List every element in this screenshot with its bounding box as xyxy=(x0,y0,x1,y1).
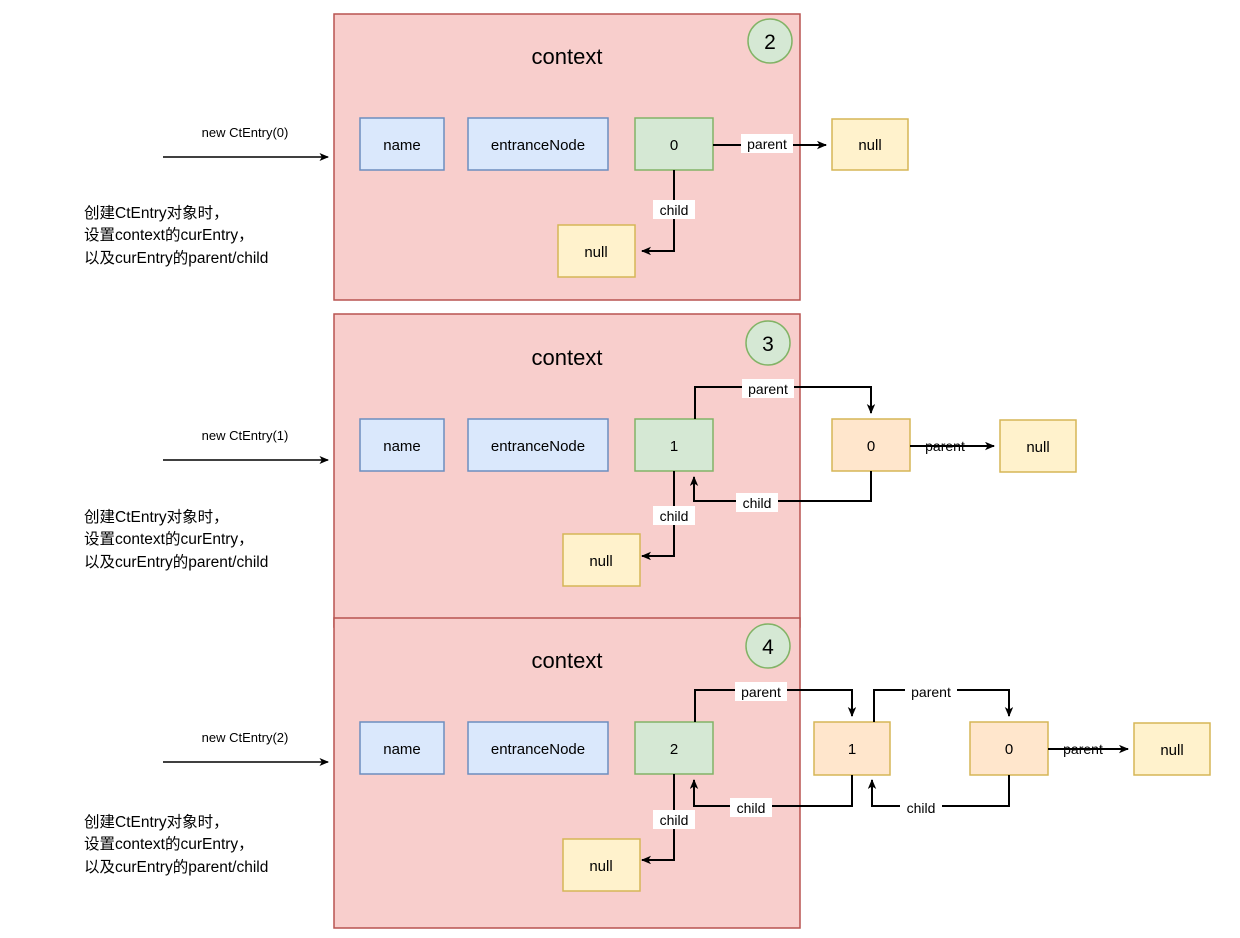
panel-2-parent-null-edge-label: parent xyxy=(925,438,965,454)
panel-3-outside-null-label: null xyxy=(1160,742,1183,759)
panel-1-curentry-box xyxy=(634,117,714,171)
panel-3-inside-null-box xyxy=(562,838,641,892)
panel-3-entry-1-label: 1 xyxy=(848,741,856,758)
panel-2-curentry-box xyxy=(634,418,714,472)
panel-1-field-entrancenode-box xyxy=(467,117,609,171)
panel-3-curentry-label: 2 xyxy=(670,741,678,758)
panel-3-entry-1-box xyxy=(813,721,891,776)
panel-3-entry-0-label: 0 xyxy=(1005,741,1013,758)
panel-1-call-label: new CtEntry(0) xyxy=(202,125,289,140)
panel-1-curentry-label: 0 xyxy=(670,137,678,154)
panel-1-title: context xyxy=(532,44,603,69)
panel-2-step-number: 3 xyxy=(762,333,774,356)
panel-2-outside-null-label: null xyxy=(1026,439,1049,456)
panel-3-child-back-edge-2-label: child xyxy=(907,800,936,816)
panel-3-parent-null-edge-label: parent xyxy=(1063,741,1103,757)
panel-2-call-label: new CtEntry(1) xyxy=(202,428,289,443)
panel-3-parent-edge-1-label: parent xyxy=(741,684,781,700)
panel-1-outside-null-label: null xyxy=(858,137,881,154)
panel-2-parent-edge-label: parent xyxy=(748,381,788,397)
panel-2-child-back-edge xyxy=(689,471,872,502)
panel-3-field-entrancenode-box xyxy=(467,721,609,775)
panel-2-outside-null-box xyxy=(999,419,1077,473)
panel-1-inside-null-box xyxy=(557,224,636,278)
panel-3-outside-null-box xyxy=(1133,722,1211,776)
panel-2-note: 创建CtEntry对象时， 设置context的curEntry， 以及curE… xyxy=(84,509,269,571)
panel-2-child-edge xyxy=(641,471,675,561)
panel-3-inside-null-label: null xyxy=(589,858,612,875)
panel-2-child-edge-label: child xyxy=(660,508,689,524)
panel-2-inside-null-label: null xyxy=(589,553,612,570)
panel-1-child-edge xyxy=(641,170,675,256)
panel-1-field-name-box xyxy=(359,117,445,171)
panel-3-child-edge xyxy=(641,774,675,865)
panel-2-child-back-edge-label: child xyxy=(743,495,772,511)
panel-1-child-edge-label: child xyxy=(660,202,689,218)
panel-2-entry-0-label: 0 xyxy=(867,438,875,455)
panel-1-step-number: 2 xyxy=(764,31,776,54)
panel-1-field-entrancenode-label: entranceNode xyxy=(491,137,585,154)
panel-3-child-back-edge-1-label: child xyxy=(737,800,766,816)
panel-1-inside-null-label: null xyxy=(584,244,607,261)
panel-3-field-name-box xyxy=(359,721,445,775)
panel-3-child-back-edge-1 xyxy=(689,775,853,807)
panel-3-step-badge xyxy=(745,623,791,669)
panel-2-field-entrancenode-box xyxy=(467,418,609,472)
panel-2-field-name-label: name xyxy=(383,438,421,455)
panel-3-curentry-box xyxy=(634,721,714,775)
panel-1-outside-null-box xyxy=(831,118,909,171)
panel-3-step-number: 4 xyxy=(762,636,774,659)
panel-1-parent-edge-label: parent xyxy=(747,136,787,152)
panel-2-field-name-box xyxy=(359,418,445,472)
panel-2-step-badge xyxy=(745,320,791,366)
panel-2-title: context xyxy=(532,345,603,370)
panel-3-entry-0-box xyxy=(969,721,1049,776)
panel-3-call-label: new CtEntry(2) xyxy=(202,730,289,745)
panel-2-curentry-label: 1 xyxy=(670,438,678,455)
panel-3-child-edge-label: child xyxy=(660,812,689,828)
panel-3-note: 创建CtEntry对象时， 设置context的curEntry， 以及curE… xyxy=(84,814,269,876)
panel-3-field-entrancenode-label: entranceNode xyxy=(491,741,585,758)
panel-1-field-name-label: name xyxy=(383,137,421,154)
panel-3-field-name-label: name xyxy=(383,741,421,758)
panel-1-note: 创建CtEntry对象时， 设置context的curEntry， 以及curE… xyxy=(84,205,269,267)
panel-2-field-entrancenode-label: entranceNode xyxy=(491,438,585,455)
panel-2-inside-null-box xyxy=(562,533,641,587)
panel-3-parent-edge-2-label: parent xyxy=(911,684,951,700)
panel-3-title: context xyxy=(532,648,603,673)
panel-1-step-badge xyxy=(747,18,793,64)
panel-2-entry-0-box xyxy=(831,418,911,472)
